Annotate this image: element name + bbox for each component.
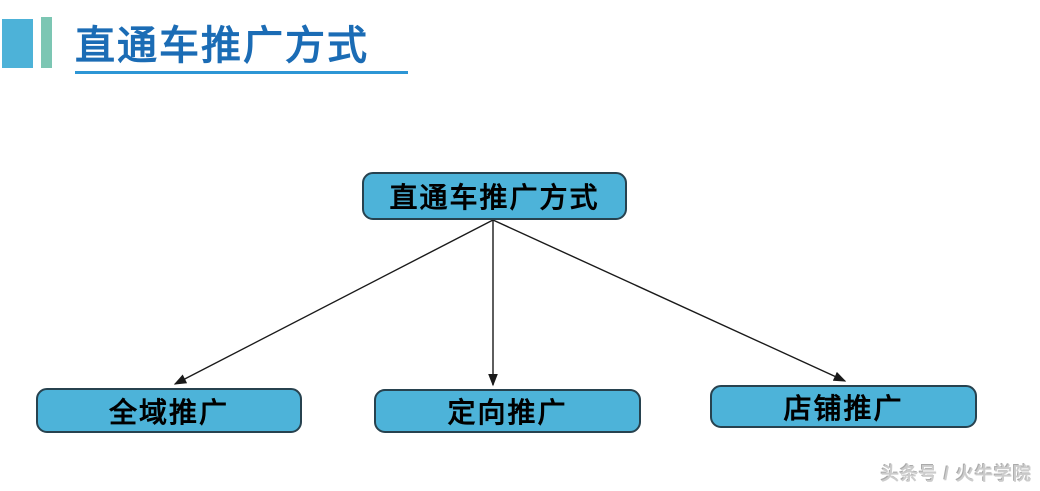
- node-store-promotion-label: 店铺推广: [783, 392, 904, 424]
- edge-root-to-global: [173, 219, 494, 385]
- edge-root-to-store: [492, 219, 847, 382]
- accent-square: [2, 19, 33, 68]
- node-store-promotion: 店铺推广: [710, 385, 977, 428]
- node-root-label: 直通车推广方式: [389, 182, 600, 213]
- page-title: 直通车推广方式: [75, 24, 369, 68]
- accent-bar: [41, 17, 52, 68]
- node-targeted-promotion: 定向推广: [374, 389, 641, 433]
- node-targeted-promotion-label: 定向推广: [447, 397, 568, 428]
- title-underline: [75, 71, 408, 74]
- node-global-promotion: 全域推广: [36, 388, 302, 433]
- node-root-promotion-methods: 直通车推广方式: [362, 172, 627, 220]
- node-global-promotion-label: 全域推广: [108, 396, 229, 428]
- watermark: 头条号 / 火牛学院: [880, 464, 1032, 484]
